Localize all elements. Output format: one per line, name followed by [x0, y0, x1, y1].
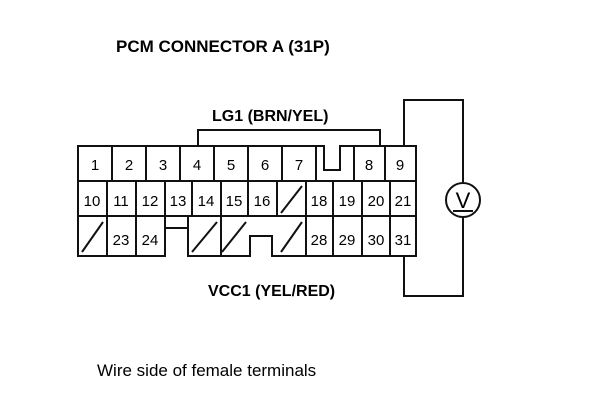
- pin-label: 7: [295, 157, 303, 174]
- voltmeter-icon: V: [445, 182, 481, 218]
- connector-row-1: 1 2 3 4 5 6 7 8 9: [77, 145, 417, 182]
- pin-label: 20: [368, 193, 385, 210]
- meter-lead-positive: [403, 99, 464, 183]
- vcc1-wire-label: VCC1 (YEL/RED): [208, 283, 335, 300]
- pin-label: 23: [113, 232, 130, 249]
- pin-label: 11: [113, 193, 129, 210]
- pin-label: 13: [170, 193, 187, 210]
- pin-label: 24: [142, 232, 159, 249]
- connector-row-2: 10 11 12 13 14 15 16 18 19 20 21: [77, 180, 417, 217]
- lg1-bracket: [197, 129, 381, 146]
- pin-label: 16: [254, 193, 271, 210]
- pin-label: 5: [227, 157, 235, 174]
- blank-terminal-26: [221, 221, 247, 253]
- blank-terminal-22: [81, 221, 104, 253]
- connector-body: 1 2 3 4 5 6 7 8 9 10 11 12: [77, 145, 417, 257]
- pin-label: 14: [198, 193, 215, 210]
- pin-label: 10: [84, 193, 101, 210]
- key-notch-top: [316, 145, 354, 171]
- pin-label: 29: [339, 232, 356, 249]
- pin-label: 31: [395, 232, 412, 249]
- pin-label: 15: [226, 193, 243, 210]
- pin-label: 21: [395, 193, 412, 210]
- pin-label: 2: [125, 157, 133, 174]
- pin-label: 1: [91, 157, 99, 174]
- blank-terminal-17: [280, 185, 303, 214]
- pin-label: 9: [396, 157, 404, 174]
- pin-label: 6: [261, 157, 269, 174]
- pin-label: 3: [159, 157, 167, 174]
- pin-label: 4: [193, 157, 201, 174]
- diagram-title: PCM CONNECTOR A (31P): [116, 37, 330, 56]
- voltmeter-symbol: V: [456, 188, 471, 213]
- pin-label: 12: [142, 193, 159, 210]
- blank-terminal-27: [280, 221, 303, 253]
- connector-row-3: 23 24 28 29 30 31: [77, 216, 417, 257]
- lg1-wire-label: LG1 (BRN/YEL): [212, 108, 328, 125]
- pin-label: 8: [365, 157, 373, 174]
- pin-label: 19: [339, 193, 356, 210]
- pin-label: 18: [311, 193, 328, 210]
- key-notch-bottom: [77, 216, 417, 257]
- pin-label: 28: [311, 232, 328, 249]
- blank-terminal-25: [191, 221, 218, 253]
- pin-label: 30: [368, 232, 385, 249]
- meter-lead-negative: [403, 217, 464, 297]
- diagram-caption: Wire side of female terminals: [97, 361, 316, 380]
